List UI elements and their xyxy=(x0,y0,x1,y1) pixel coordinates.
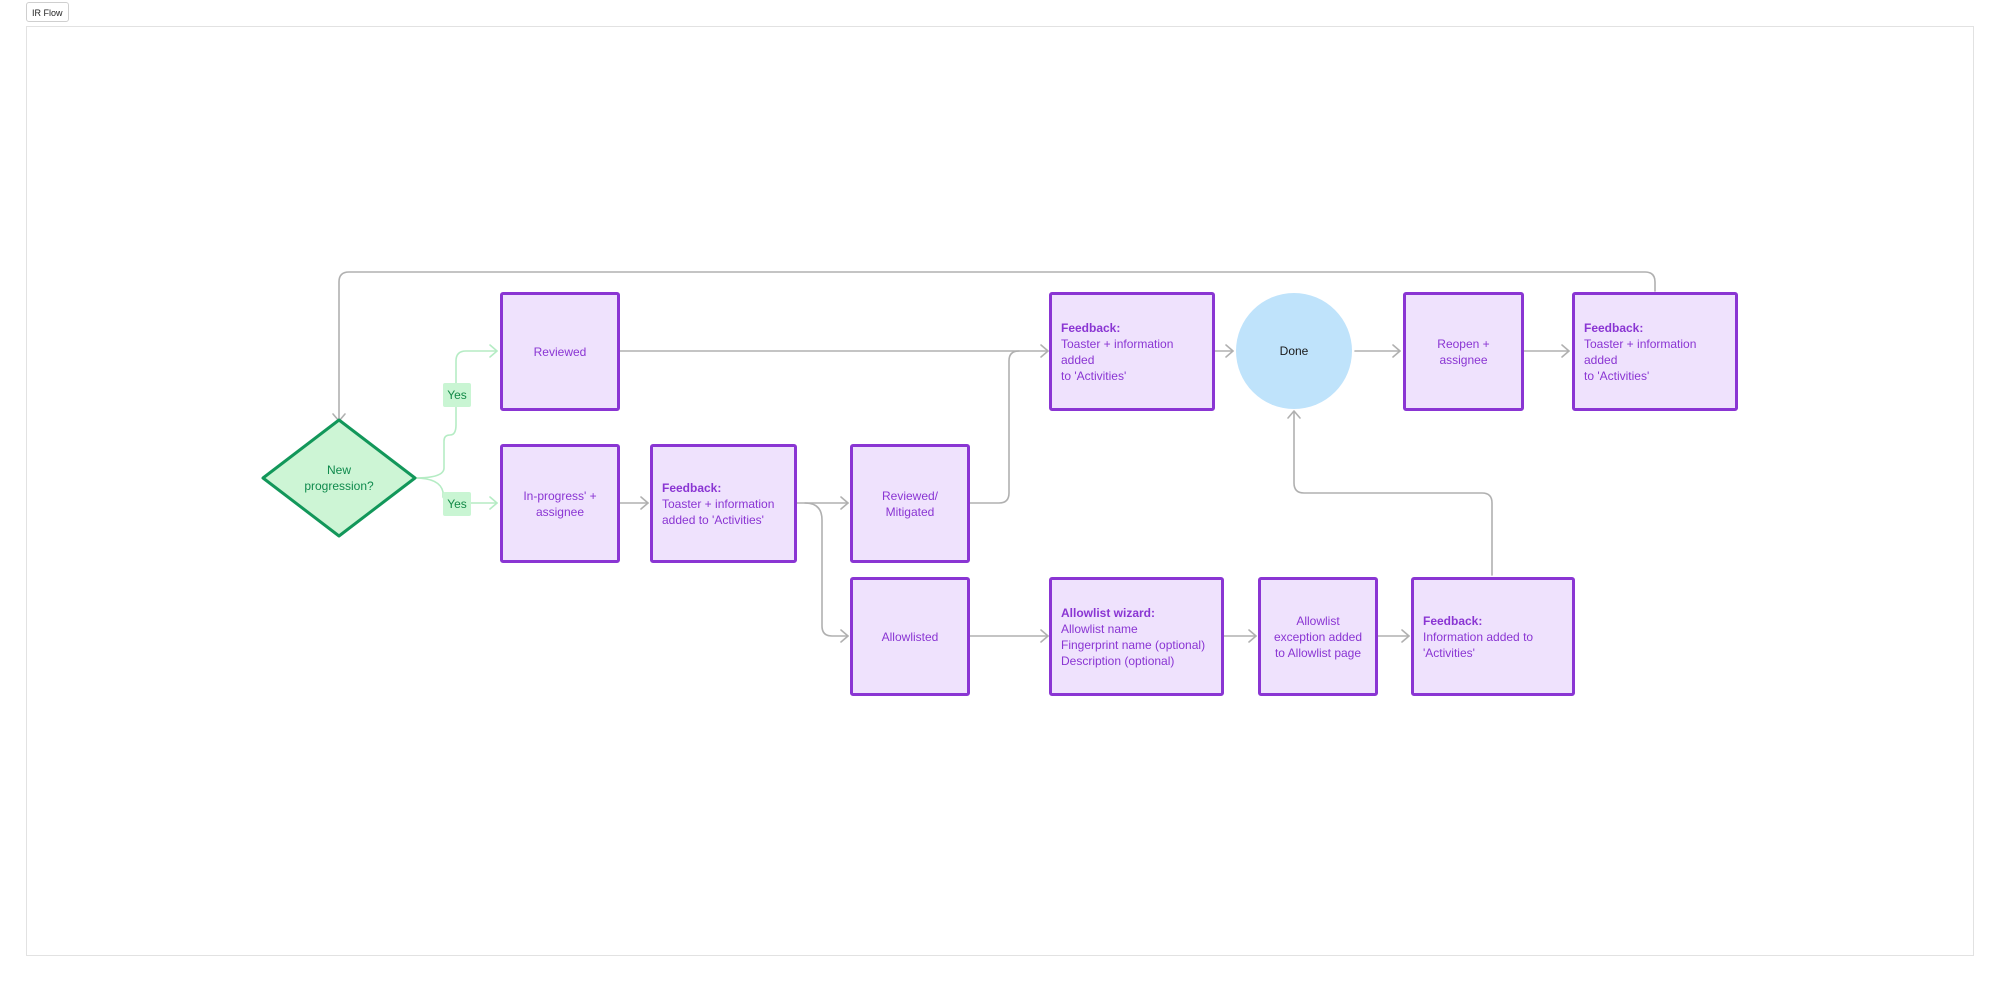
node-feedback-3-line2: to 'Activities' xyxy=(1584,368,1650,383)
node-reviewed-mitigated[interactable]: Reviewed/ Mitigated xyxy=(850,444,970,563)
node-allowlist-wizard[interactable]: Allowlist wizard: Allowlist name Fingerp… xyxy=(1049,577,1224,696)
node-feedback-3-title: Feedback: xyxy=(1584,320,1644,335)
node-reviewed-label: Reviewed xyxy=(533,344,587,359)
arrowhead xyxy=(1225,344,1234,358)
connector-yes-reviewed xyxy=(414,350,498,479)
node-feedback-4-title: Feedback: xyxy=(1423,613,1483,628)
connector-mitigated-feedback xyxy=(969,350,1020,504)
node-reopen-label: Reopen + assignee xyxy=(1437,336,1490,367)
node-feedback-activities-2[interactable]: Feedback: Toaster + information added to… xyxy=(1049,292,1215,411)
node-reviewed-mitigated-line1: Reviewed/ xyxy=(881,488,939,503)
arrowhead xyxy=(1248,629,1257,643)
node-in-progress-label: In-progress' + assignee xyxy=(523,488,597,519)
node-allowlist-exception[interactable]: Allowlist exception added to Allowlist p… xyxy=(1258,577,1378,696)
arrowhead xyxy=(840,629,849,643)
node-reopen-assignee[interactable]: Reopen + assignee xyxy=(1403,292,1524,411)
node-in-progress[interactable]: In-progress' + assignee xyxy=(500,444,620,563)
connector-feedback-to-done xyxy=(1293,411,1493,576)
arrowhead xyxy=(1040,629,1049,643)
yes-label-top: Yes xyxy=(443,383,471,407)
arrowhead xyxy=(1040,344,1049,358)
tab-ir-flow[interactable]: IR Flow xyxy=(26,2,69,22)
arrowhead xyxy=(640,496,649,510)
node-feedback-4-line2: 'Activities' xyxy=(1423,645,1475,660)
node-allowlisted[interactable]: Allowlisted xyxy=(850,577,970,696)
node-feedback-1-text: Toaster + information added to 'Activiti… xyxy=(662,496,775,527)
connector-feedback-allowlisted xyxy=(804,502,849,637)
node-reviewed[interactable]: Reviewed xyxy=(500,292,620,411)
node-allowlist-wizard-line2: Fingerprint name (optional) xyxy=(1061,637,1206,652)
node-feedback-2-line2: to 'Activities' xyxy=(1061,368,1127,383)
arrowhead xyxy=(1561,344,1570,358)
connector-loop-back xyxy=(338,271,1656,421)
node-feedback-activities-3[interactable]: Feedback: Toaster + information added to… xyxy=(1572,292,1738,411)
node-feedback-activities-1[interactable]: Feedback: Toaster + information added to… xyxy=(650,444,797,563)
arrowhead xyxy=(1287,410,1301,419)
node-done-label: Done xyxy=(1279,344,1309,358)
node-allowlist-wizard-title: Allowlist wizard: xyxy=(1061,605,1156,620)
node-feedback-activities-4[interactable]: Feedback: Information added to 'Activiti… xyxy=(1411,577,1575,696)
canvas-frame xyxy=(26,26,1974,956)
yes-label-bottom: Yes xyxy=(443,492,471,516)
node-feedback-4-line1: Information added to xyxy=(1423,629,1534,644)
node-allowlist-wizard-line1: Allowlist name xyxy=(1061,621,1138,636)
node-feedback-1-title: Feedback: xyxy=(662,480,722,495)
node-reviewed-mitigated-line2: Mitigated xyxy=(885,504,935,519)
node-done[interactable]: Done xyxy=(1236,293,1352,409)
arrowhead xyxy=(1401,629,1410,643)
arrowhead xyxy=(489,496,498,510)
node-feedback-2-title: Feedback: xyxy=(1061,320,1121,335)
arrowhead xyxy=(840,496,849,510)
node-allowlist-wizard-line3: Description (optional) xyxy=(1061,653,1175,668)
node-allowlist-exception-label: Allowlist exception added to Allowlist p… xyxy=(1273,613,1363,660)
arrowhead xyxy=(1392,344,1401,358)
arrowhead xyxy=(489,344,498,358)
node-feedback-2-line1: Toaster + information added xyxy=(1061,336,1174,367)
node-allowlisted-label: Allowlisted xyxy=(881,629,939,644)
decision-diamond[interactable] xyxy=(261,418,417,538)
node-feedback-3-line1: Toaster + information added xyxy=(1584,336,1697,367)
